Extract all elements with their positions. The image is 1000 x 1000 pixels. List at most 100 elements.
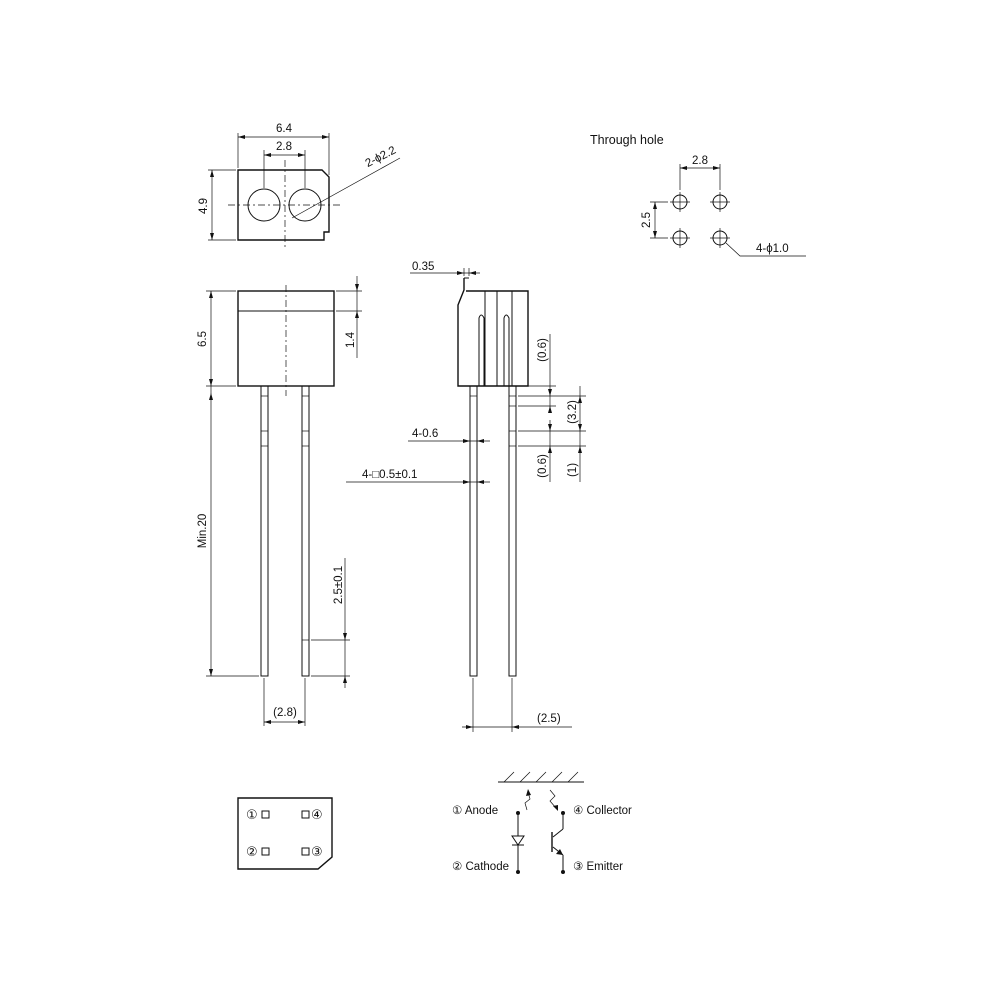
dim-top-pitch: 2.8 <box>276 141 292 153</box>
arrow-head <box>466 725 473 729</box>
through-hole-title: Through hole <box>590 133 664 147</box>
side-view: 0.35 4-0.6 4-□0.5±0.1 (0.6) (3.2) (0.6) <box>346 261 586 732</box>
arrow-head <box>457 271 464 275</box>
arrow-head <box>463 439 470 443</box>
pin-label-4: ④ <box>311 807 323 822</box>
wire <box>552 828 564 838</box>
front-lead-right <box>301 385 310 677</box>
label-collector: ④ Collector <box>573 805 632 817</box>
arrow-head <box>680 166 687 170</box>
arrow-head <box>548 406 552 413</box>
arrow-head <box>469 271 476 275</box>
arrow-head <box>578 396 582 403</box>
top-view: 6.4 2.8 2-ϕ2.2 4.9 <box>198 123 401 248</box>
dim-hole-diameter: 4-ϕ1.0 <box>756 243 789 255</box>
dim-hole-y: 2.5 <box>641 212 653 228</box>
arrow-head <box>553 805 558 811</box>
arrow-head <box>355 311 359 318</box>
emitted-light-ray <box>524 791 531 811</box>
dim-side-c: (0.6) <box>537 454 549 478</box>
reflector-hatch <box>567 771 579 783</box>
dim-front-lead-length: Min.20 <box>197 514 209 549</box>
dim-hole-x: 2.8 <box>692 155 708 167</box>
arrow-head <box>298 720 305 724</box>
arrow-head <box>713 166 720 170</box>
dim-top-depth: 4.9 <box>198 198 210 214</box>
arrow-head <box>526 789 531 796</box>
arrow-head <box>343 633 347 640</box>
arrow-head <box>322 135 329 139</box>
pin-label-1: ① <box>246 807 258 822</box>
dim-top-hole: 2-ϕ2.2 <box>364 144 399 170</box>
pin-square-1 <box>261 810 270 819</box>
emitter-arrow <box>556 849 563 855</box>
arrow-head <box>578 424 582 431</box>
arrow-head <box>210 233 214 240</box>
phototransistor-symbol <box>551 811 565 874</box>
dim-side-lead-pitch: (2.5) <box>537 713 561 725</box>
terminal-dot <box>516 811 520 815</box>
reflector-hatch <box>535 771 547 783</box>
arrow-head <box>578 446 582 453</box>
arrow-head <box>210 170 214 177</box>
schematic: ① Anode ② Cathode ④ Collector ③ Emitter <box>452 771 632 874</box>
dim-front-cap: 1.4 <box>345 331 357 348</box>
pin-square-3 <box>301 847 310 856</box>
reflected-light-ray <box>549 789 557 809</box>
arrow-head <box>264 720 271 724</box>
dim-side-d: (1) <box>567 463 579 477</box>
arrow-head <box>477 480 484 484</box>
arrow-head <box>548 424 552 431</box>
arrow-head <box>477 439 484 443</box>
label-anode: ① Anode <box>452 805 498 817</box>
reflector-hatch <box>551 771 563 783</box>
arrow-head <box>548 389 552 396</box>
arrow-head <box>355 284 359 291</box>
leader-line <box>725 242 806 257</box>
dim-side-b: (3.2) <box>567 400 579 424</box>
arrow-head <box>298 153 305 157</box>
pin-label-2: ② <box>246 844 258 859</box>
arrow-head <box>653 231 657 238</box>
leader-line <box>291 157 401 219</box>
top-view-outline <box>237 169 330 241</box>
dim-front-lead-pitch: (2.8) <box>273 707 297 719</box>
arrow-head <box>512 725 519 729</box>
dim-top-width: 6.4 <box>276 123 293 135</box>
arrow-head <box>463 480 470 484</box>
arrow-head <box>548 446 552 453</box>
dim-side-a: (0.6) <box>537 338 549 362</box>
arrow-head <box>343 676 347 683</box>
arrow-head <box>209 379 213 386</box>
terminal-dot <box>516 870 520 874</box>
through-hole-pattern: Through hole 2.8 2.5 4-ϕ1.0 <box>590 133 806 257</box>
arrow-head <box>238 135 245 139</box>
diode-triangle <box>511 835 525 846</box>
led-diode-symbol <box>511 811 525 874</box>
arrow-head <box>209 393 213 400</box>
side-lead-right <box>508 385 517 677</box>
pin-square-2 <box>261 847 270 856</box>
pin-view-outline <box>237 797 333 870</box>
dim-front-body-height: 6.5 <box>197 331 209 347</box>
dim-front-lead-tip: 2.5±0.1 <box>333 566 345 604</box>
pin-label-3: ③ <box>311 844 323 859</box>
side-slot-left <box>478 314 485 386</box>
front-lead-left <box>260 385 269 677</box>
side-body <box>457 278 529 387</box>
dim-side-tab: 0.35 <box>412 261 434 273</box>
reflector-hatch <box>503 771 515 783</box>
side-lead-left <box>469 385 478 677</box>
pin-square-4 <box>301 810 310 819</box>
arrow-head <box>209 291 213 298</box>
reflector-hatch <box>519 771 531 783</box>
pin-view: ① ② ③ ④ <box>237 797 333 870</box>
front-view: 6.5 Min.20 1.4 2.5±0.1 (2.8) <box>197 276 362 726</box>
label-cathode: ② Cathode <box>452 861 509 873</box>
dim-side-lead-square: 4-□0.5±0.1 <box>362 469 417 481</box>
label-emitter: ③ Emitter <box>573 861 623 873</box>
side-slot-right <box>503 314 510 386</box>
arrow-head <box>209 669 213 676</box>
arrow-head <box>264 153 271 157</box>
